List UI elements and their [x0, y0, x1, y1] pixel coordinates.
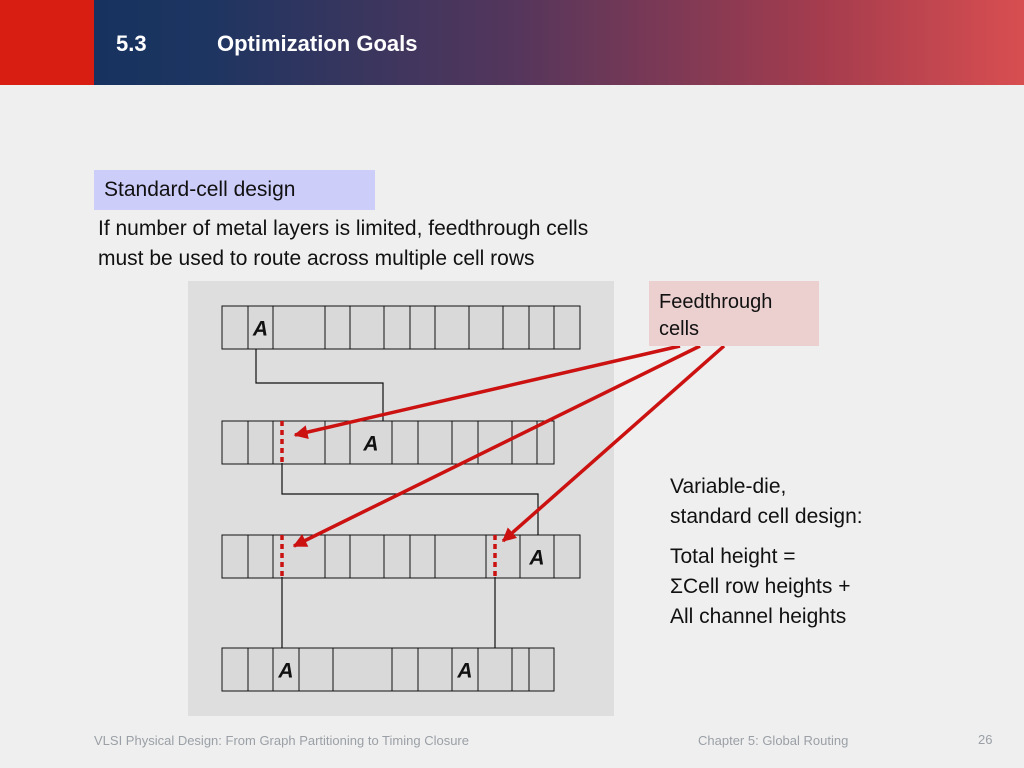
standard-cell: [511, 647, 530, 692]
cell-label: A: [528, 547, 544, 570]
feedthrough-callout: Feedthrough cells: [649, 281, 819, 346]
title-bar-accent: [0, 0, 94, 85]
height-explanation: Variable-die, standard cell design: Tota…: [670, 472, 1000, 632]
standard-cell: [383, 305, 411, 350]
callout-arrow: [501, 344, 726, 543]
net-wire: [281, 463, 539, 535]
standard-cell: [519, 534, 555, 579]
cell-label: A: [252, 318, 268, 341]
standard-cell: [221, 305, 249, 350]
standard-cell: [417, 647, 453, 692]
standard-cell: [528, 647, 555, 692]
standard-cell: [434, 305, 470, 350]
standard-cell: [332, 647, 393, 692]
side-line: standard cell design:: [670, 505, 863, 528]
standard-cell: [349, 420, 393, 465]
standard-cell: [391, 420, 419, 465]
standard-cell: [247, 534, 274, 579]
side-line: Total height =: [670, 545, 796, 568]
standard-cell: [247, 420, 274, 465]
standard-cell: [391, 647, 419, 692]
standard-cell: [298, 647, 334, 692]
intro-line: If number of metal layers is limited, fe…: [98, 217, 589, 240]
standard-cell: [221, 647, 249, 692]
standard-cell: [247, 305, 274, 350]
section-number: 5.3: [116, 31, 147, 56]
footer-book-title: VLSI Physical Design: From Graph Partiti…: [94, 733, 469, 748]
standard-cell: [417, 420, 453, 465]
net-wire: [255, 349, 384, 421]
intro-line: must be used to route across multiple ce…: [98, 247, 535, 270]
standard-cell: [349, 305, 385, 350]
standard-cell: [324, 534, 351, 579]
standard-cell: [528, 305, 555, 350]
standard-cell: [221, 534, 249, 579]
diagram-panel: [188, 281, 614, 716]
section-title: Optimization Goals: [217, 31, 418, 56]
side-line: Variable-die,: [670, 475, 787, 498]
standard-cell: [553, 534, 581, 579]
standard-cell: [434, 534, 487, 579]
callout-line: Feedthrough: [659, 291, 773, 313]
title-bar: 5.3 Optimization Goals: [0, 0, 1024, 85]
standard-cell: [247, 647, 274, 692]
standard-cell: [349, 534, 385, 579]
standard-cell: [468, 305, 504, 350]
standard-cell: [553, 305, 581, 350]
cell-label: A: [277, 660, 293, 683]
standard-cell: [221, 420, 249, 465]
standard-cell: [485, 534, 521, 579]
standard-cell: [272, 305, 326, 350]
standard-cell: [536, 420, 555, 465]
side-line: All channel heights: [670, 605, 847, 628]
standard-cell: [502, 305, 530, 350]
cell-row: A: [221, 305, 581, 350]
standard-cell: [451, 420, 479, 465]
page-number: 26: [978, 732, 993, 747]
intro-text: If number of metal layers is limited, fe…: [98, 214, 698, 274]
standard-cell: [477, 647, 513, 692]
cell-label: A: [456, 660, 472, 683]
callout-arrow: [292, 344, 701, 548]
standard-cell: [383, 534, 411, 579]
footer-chapter: Chapter 5: Global Routing: [698, 733, 849, 748]
callout-arrow: [293, 344, 681, 439]
standard-cell: [324, 305, 351, 350]
cell-label: A: [362, 433, 378, 456]
side-line: ΣCell row heights +: [670, 575, 851, 598]
cell-row: A: [221, 534, 581, 579]
topic-label: Standard-cell design: [94, 170, 375, 210]
standard-cell: [409, 534, 436, 579]
standard-cell: [409, 305, 436, 350]
callout-line: cells: [659, 318, 700, 340]
